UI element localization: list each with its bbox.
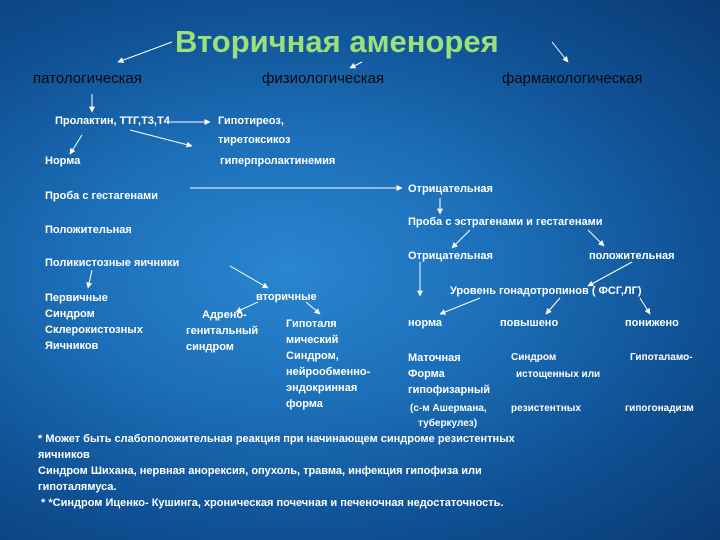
hypogonadism-label: гипогонадизм xyxy=(625,403,694,414)
hypothal-line-1: Гипоталя xyxy=(286,318,337,330)
arrow-estrogen-test-to-positive xyxy=(587,229,605,247)
arrow-title-to-pharmacological xyxy=(551,41,569,63)
hypothalamic-syndrome-block: Гипоталя мический Синдром, нейрообменно-… xyxy=(286,316,370,412)
arrow-gonadotropin-to-increased xyxy=(545,297,561,315)
adreno-line-2: генитальный xyxy=(186,325,259,337)
positive-label: Положительная xyxy=(45,224,132,236)
arrow-positive-to-gonadotropin xyxy=(587,261,633,287)
category-pharmacological: фармакологическая xyxy=(502,70,643,87)
arrow-estrogen-test-to-negative xyxy=(451,229,471,249)
hypothalamic-label: Гипоталамо- xyxy=(630,352,693,363)
gonadotropin-norm: норма xyxy=(408,317,443,329)
gonadotropin-level-label: Уровень гонадотропинов ( ФСГ,ЛГ) xyxy=(450,285,642,297)
secondary-label: вторичные xyxy=(256,291,317,303)
polycystic-label: Поликистозные яичники xyxy=(45,257,180,269)
uterine-line-3: гипофизарный xyxy=(408,384,491,396)
footnote-line-3: Синдром Шихана, нервная анорексия, опухо… xyxy=(38,465,482,477)
tuberculosis-label: туберкулез) xyxy=(418,418,478,429)
arrow-polycystic-to-primary xyxy=(86,269,93,289)
asherman-label: (с-м Ашермана, xyxy=(410,403,487,414)
syndrome-label: Синдром xyxy=(511,352,557,363)
hyperprolactinemia-label: гиперпролактинемия xyxy=(220,155,336,167)
primary-syndrome-block: Первичные Синдром Склерокистозных Яичник… xyxy=(45,290,143,354)
hypothal-line-6: форма xyxy=(286,398,323,410)
diagram-title: Вторичная аменорея xyxy=(175,24,499,59)
footnotes: * Может быть слабоположительная реакция … xyxy=(38,431,515,511)
positive-label-2: положительная xyxy=(589,250,675,262)
arrow-title-to-physiological xyxy=(349,61,363,69)
arrow-title-to-pathological xyxy=(117,41,173,63)
hypothal-line-5: эндокринная xyxy=(286,382,358,394)
arrow-gonadotropin-to-decreased xyxy=(639,297,651,315)
adrenogenital-block: Адрено- генитальный синдром xyxy=(186,307,258,355)
uterine-form-block: Маточная Форма гипофизарный xyxy=(408,350,490,398)
primary-line-4: Яичников xyxy=(45,340,99,352)
category-pathological: патологическая xyxy=(33,70,142,87)
hypothal-line-4: нейрообменно- xyxy=(286,366,371,378)
adreno-line-3: синдром xyxy=(186,341,234,353)
uterine-line-1: Маточная xyxy=(408,352,461,364)
uterine-line-2: Форма xyxy=(408,368,445,380)
footnote-line-5: * *Синдром Иценко- Кушинга, хроническая … xyxy=(38,497,504,509)
exhausted-label: истощенных или xyxy=(516,369,601,380)
hypothal-line-3: Синдром, xyxy=(286,350,339,362)
category-physiological: физиологическая xyxy=(262,70,385,87)
arrow-secondary-to-adreno xyxy=(235,301,259,313)
footnote-line-1: * Может быть слабоположительная реакция … xyxy=(38,433,515,445)
hypothal-line-2: мический xyxy=(286,334,339,346)
arrow-tests-to-hyperprolactinemia xyxy=(129,129,193,148)
primary-line-2: Синдром xyxy=(45,308,95,320)
prolactin-tests: Пролактин, ТТГ,Т3,Т4 xyxy=(55,115,170,127)
arrow-prolactin-to-norm xyxy=(69,134,83,155)
norm-label: Норма xyxy=(45,155,81,167)
hypothyroid-label: Гипотиреоз, xyxy=(218,115,284,127)
footnote-line-2: яичников xyxy=(38,449,90,461)
gonadotropin-increased: повышено xyxy=(500,317,559,329)
resistant-label: резистентных xyxy=(511,403,581,414)
arrow-gonadotropin-to-norm xyxy=(439,297,481,315)
primary-line-3: Склерокистозных xyxy=(45,324,143,336)
gestagen-test-label: Проба с гестагенами xyxy=(45,190,159,202)
negative-label-1: Отрицательная xyxy=(408,183,493,195)
negative-label-2: Отрицательная xyxy=(408,250,493,262)
thyrotoxicosis-label: тиретоксикоз xyxy=(218,134,291,146)
adreno-line-1: Адрено- xyxy=(202,309,247,321)
arrow-polycystic-to-secondary xyxy=(229,265,269,289)
estrogen-gestagen-test-label: Проба с эстрагенами и гестагенами xyxy=(408,216,603,228)
primary-line-1: Первичные xyxy=(45,292,108,304)
footnote-line-4: гипоталямуса. xyxy=(38,481,117,493)
gonadotropin-decreased: понижено xyxy=(625,317,679,329)
arrow-secondary-to-hypothalamic xyxy=(305,301,321,315)
